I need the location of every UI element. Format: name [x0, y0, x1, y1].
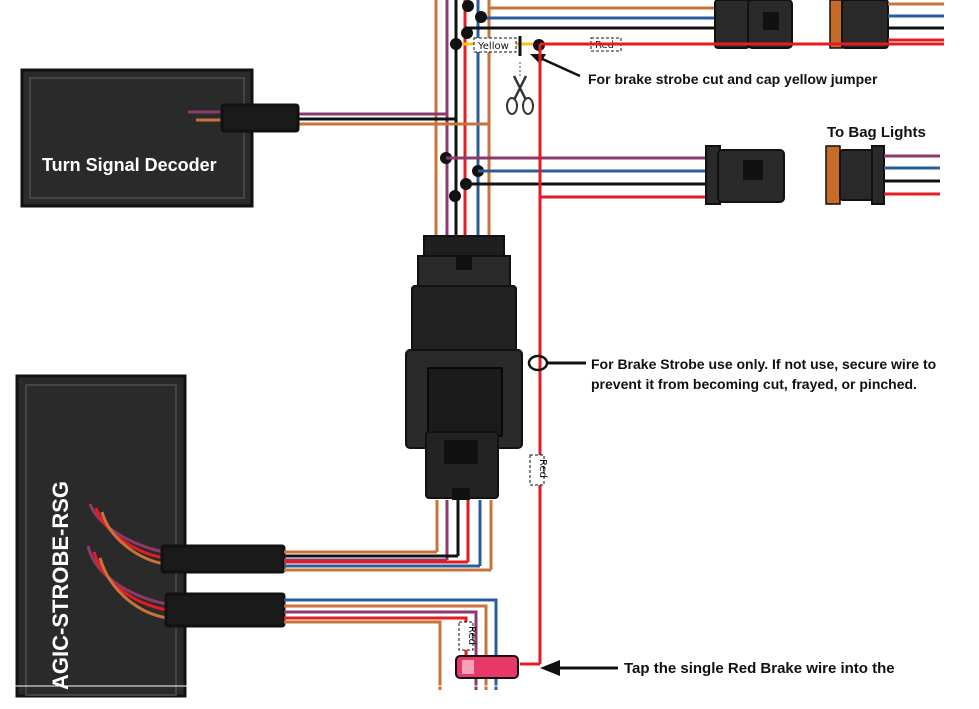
decoder-label: Turn Signal Decoder [42, 155, 217, 175]
top-connector-pair [714, 0, 944, 49]
middle-branch-wires [446, 156, 712, 199]
tap-annotation: Tap the single Red Brake wire into the [540, 660, 895, 677]
tap-red-text: Tap the single Red Brake wire into the [624, 660, 895, 677]
strobe-module-label: AGIC-STROBE-RSG [48, 481, 73, 690]
strobe-harness-upper [88, 503, 491, 574]
inline-connector [405, 235, 523, 500]
red-tag-bottom: Red [458, 621, 477, 651]
magic-strobe-module: AGIC-STROBE-RSG [15, 374, 187, 698]
red-tag-vertical-text: Red [537, 459, 548, 478]
cut-yellow-text: For brake strobe cut and cap yellow jump… [588, 71, 878, 87]
turn-signal-decoder: Turn Signal Decoder [20, 68, 254, 208]
red-tag-vertical: Red [529, 454, 548, 486]
tap-connector [455, 655, 519, 679]
bag-lights-connector-pair [705, 145, 940, 205]
brake-strobe-text-line1: For Brake Strobe use only. If not use, s… [591, 356, 936, 372]
red-brake-wire [520, 42, 944, 666]
bag-lights-label: To Bag Lights [827, 124, 926, 141]
brake-strobe-text-line2: prevent it from becoming cut, frayed, or… [591, 376, 917, 392]
cut-yellow-annotation: For brake strobe cut and cap yellow jump… [530, 54, 878, 87]
red-tag-bottom-text: Red [466, 626, 477, 645]
strobe-wire-marker [527, 354, 549, 372]
yellow-tag-text: Yellow [477, 41, 509, 52]
decoder-harness [188, 103, 489, 133]
scissors-icon [506, 62, 534, 115]
yellow-jumper-tag: Yellow [473, 36, 522, 56]
